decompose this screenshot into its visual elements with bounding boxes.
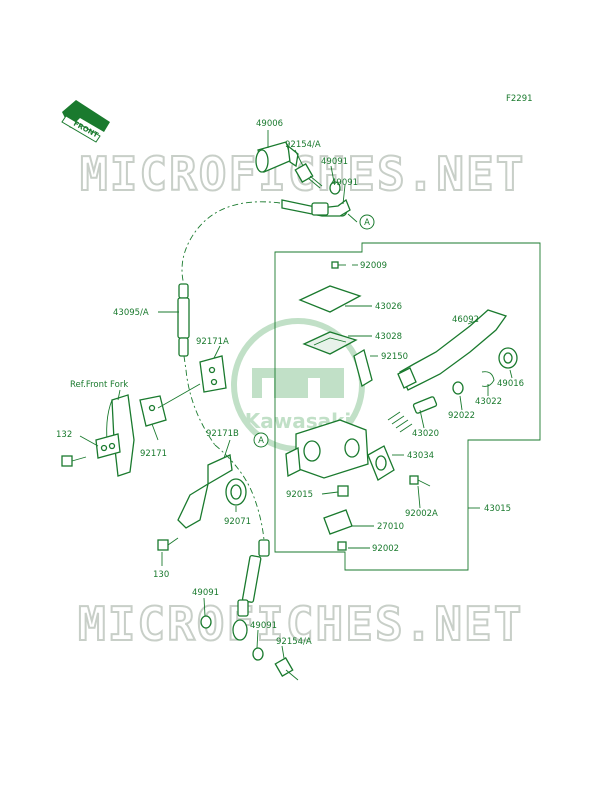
label-92171b: 92171B [206,429,239,439]
svg-text:A: A [364,218,370,228]
hose-route-upper [181,201,281,286]
watermark-bottom: MICROFICHES.NET [78,597,523,651]
lever-46092 [397,309,508,391]
label-46092: 46092 [452,315,479,325]
label-92009: 92009 [360,261,387,271]
label-43026: 43026 [375,302,402,312]
bracket-92171a [199,355,227,393]
label-130: 130 [153,570,169,580]
label-43015: 43015 [484,504,511,514]
piston-43020 [387,396,438,433]
label-132: 132 [56,430,72,440]
label-92171: 92171 [140,449,167,459]
label-92150: 92150 [381,352,408,362]
label-43020: 43020 [412,429,439,439]
svg-text:A: A [258,436,264,446]
grommet-92071 [225,478,247,506]
circlip-43022 [481,371,495,387]
bleeder-92015 [337,485,349,497]
washer-49091-top1 [329,181,341,195]
label-92022: 92022 [448,411,475,421]
clamp-43034 [367,445,395,481]
cap-43026 [298,285,362,313]
screw-92009 [331,261,346,269]
callout-a-top: A [359,214,375,230]
brake-hose-lower [232,539,270,641]
front-arrow-icon: FRONT [61,100,110,143]
label-49091-bot2: 49091 [250,621,277,631]
brake-hose-upper [281,198,351,217]
bolt-92154a-top [294,163,323,189]
label-92154a-bottom: 92154/A [276,637,312,647]
banjo-fitting-49006 [255,141,299,173]
label-27010: 27010 [377,522,404,532]
clamp-92171 [139,395,167,427]
label-43028: 43028 [375,332,402,342]
label-49006: 49006 [256,119,283,129]
diaphragm-43028 [302,331,358,355]
label-49016: 49016 [497,379,524,389]
label-92002a: 92002A [405,509,438,519]
label-92015: 92015 [286,490,313,500]
brake-hose-43095a [177,283,190,357]
leader-lines [79,130,513,659]
label-43034: 43034 [407,451,434,461]
label-ref-front-fork: Ref.Front Fork [70,380,128,390]
master-cylinder-body [285,419,369,479]
bolt-132 [61,455,87,467]
label-49091-bot1: 49091 [192,588,219,598]
callout-a-mid: A [253,432,269,448]
washer-49091-bot2 [252,647,264,661]
label-92154a-top: 92154/A [285,140,321,150]
label-92171a: 92171A [196,337,229,347]
label-43022: 43022 [475,397,502,407]
label-92002: 92002 [372,544,399,554]
hose-route-mid [183,355,216,446]
screw-92002 [337,541,347,551]
label-43095a: 43095/A [113,308,149,318]
label-49091-top2: 49091 [331,178,358,188]
bolt-92154a-bottom [274,657,299,681]
diagram-code: F2291 [506,94,533,104]
guide-plate [95,433,121,459]
boot-49016 [498,347,518,369]
label-49091-top1: 49091 [321,157,348,167]
label-92071: 92071 [224,517,251,527]
pivot-washer-92022 [452,381,464,395]
bracket-92171b [177,454,233,529]
assembly-boundary [274,242,541,571]
pin-92150 [353,348,373,388]
bolt-92002a [409,475,431,487]
washer-49091-bot1 [200,615,212,629]
bolt-130 [157,537,179,551]
switch-27010 [323,509,353,535]
